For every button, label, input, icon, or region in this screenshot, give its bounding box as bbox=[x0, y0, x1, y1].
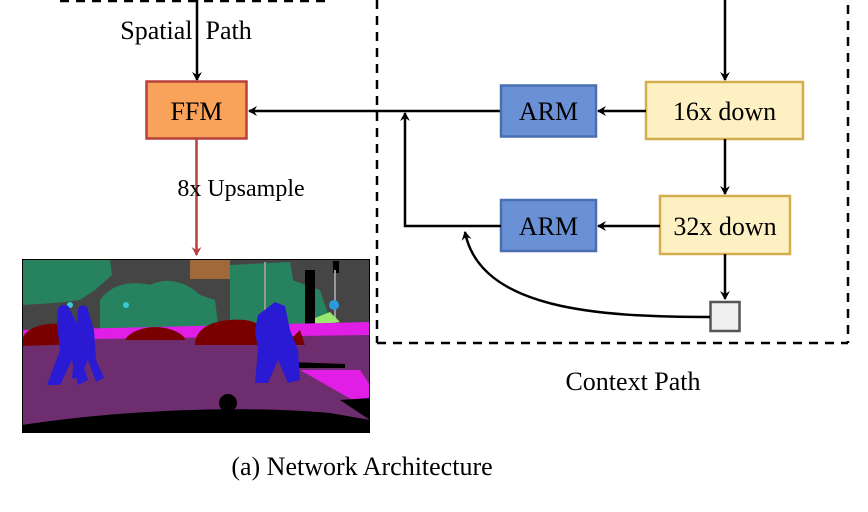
figure-caption: (a) Network Architecture bbox=[231, 452, 492, 481]
arm-bottom-to-top-connector bbox=[400, 112, 501, 228]
ffm-node: FFM bbox=[145, 80, 248, 140]
global-pool-node bbox=[709, 300, 741, 333]
ffm-label: FFM bbox=[170, 97, 222, 126]
down32-label: 32x down bbox=[673, 212, 776, 241]
arm-top-label: ARM bbox=[519, 97, 578, 126]
ffm-box bbox=[145, 80, 248, 140]
down32-node: 32x down bbox=[658, 194, 792, 256]
down16-node: 16x down bbox=[644, 80, 805, 141]
pool-to-arm-curve bbox=[461, 231, 711, 319]
spatial-path-label: Spatial Path bbox=[120, 16, 251, 45]
arm-bottom-box bbox=[499, 198, 598, 253]
down32-box bbox=[658, 194, 792, 256]
arm-top-box bbox=[499, 84, 598, 138]
arm-bottom-label: ARM bbox=[519, 212, 578, 241]
arm-bottom-node: ARM bbox=[499, 198, 598, 253]
context-path-boundary bbox=[375, 0, 850, 345]
upsample-label: 8x Upsample bbox=[177, 176, 304, 202]
arm-top-node: ARM bbox=[499, 84, 598, 138]
context-path-label: Context Path bbox=[565, 367, 700, 396]
segmentation-output-image bbox=[22, 259, 370, 433]
down16-label: 16x down bbox=[673, 97, 776, 126]
